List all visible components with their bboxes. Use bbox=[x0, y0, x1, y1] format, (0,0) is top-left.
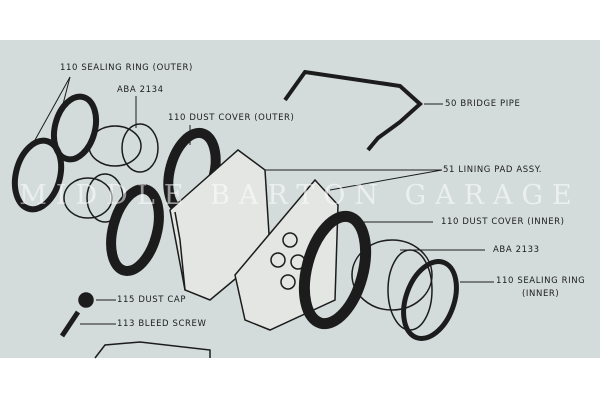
sealing-ring-outer-b bbox=[11, 137, 65, 213]
bridge-pipe bbox=[283, 69, 423, 152]
label-piston-inner: ABA 2133 bbox=[493, 245, 540, 255]
label-bleed-screw: 113 BLEED SCREW bbox=[117, 319, 207, 329]
label-dust-cap: 115 DUST CAP bbox=[117, 295, 187, 305]
lining-pad-inner bbox=[234, 178, 339, 331]
label-sealing-ring-outer: 110 SEALING RING (OUTER) bbox=[60, 63, 193, 73]
piston-outer bbox=[63, 123, 159, 223]
label-piston-outer: ABA 2134 bbox=[117, 85, 164, 95]
label-dust-cover-inner: 110 DUST COVER (INNER) bbox=[441, 217, 565, 227]
label-sealing-ring-inner-sub: (INNER) bbox=[522, 289, 560, 299]
label-dust-cover-outer: 110 DUST COVER (OUTER) bbox=[168, 113, 295, 123]
bleed-screw bbox=[59, 310, 81, 338]
label-lining-pad: 51 LINING PAD ASSY. bbox=[443, 165, 543, 175]
label-bridge-pipe: 50 BRIDGE PIPE bbox=[445, 99, 521, 109]
dust-cover-inner bbox=[298, 210, 372, 330]
watermark: MIDDLE BARTON GARAGE bbox=[19, 180, 581, 211]
caliper-body bbox=[94, 341, 211, 359]
dust-cap bbox=[78, 292, 94, 308]
dust-cover-outer-b bbox=[106, 184, 164, 276]
sealing-ring-inner bbox=[401, 259, 459, 341]
label-sealing-ring-inner: 110 SEALING RING bbox=[496, 276, 586, 286]
